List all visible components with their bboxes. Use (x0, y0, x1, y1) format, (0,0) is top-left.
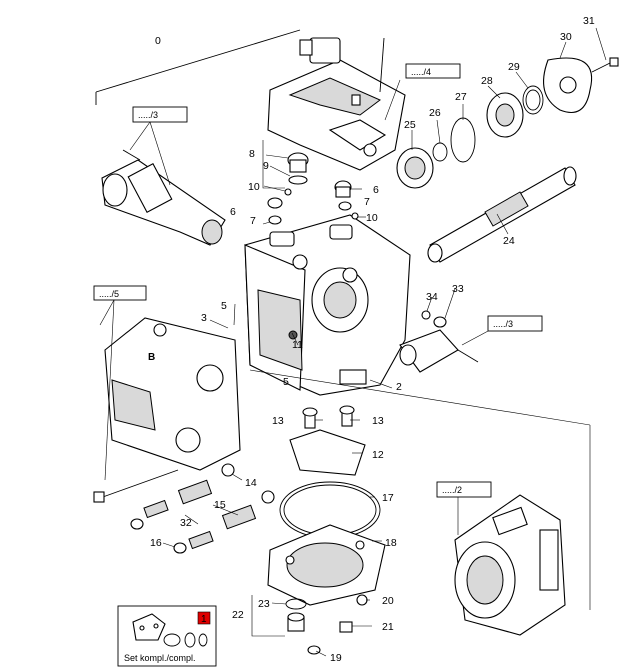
label-26: 26 (429, 107, 441, 119)
valve-block (267, 37, 406, 171)
label-25: 25 (404, 119, 416, 131)
right-fittings (399, 310, 479, 373)
pump-port-letter: B (148, 352, 155, 363)
label-0: 0 (155, 35, 161, 47)
plug-set-upper (267, 152, 359, 225)
label-22: 22 (232, 609, 244, 621)
kit-badge-number: 1 (201, 614, 207, 625)
label-10b: 10 (366, 212, 378, 224)
alignment-lines (249, 369, 591, 610)
cover-18 (267, 524, 386, 606)
label-3a: 3 (201, 312, 207, 324)
label-9: 9 (263, 160, 269, 172)
label-31: 31 (583, 15, 595, 27)
screw-31 (591, 57, 619, 73)
label-34: 34 (426, 291, 438, 303)
label-30: 30 (560, 31, 572, 43)
label-19: 19 (330, 652, 342, 664)
auxiliary-pump (104, 317, 241, 471)
label-12: 12 (372, 449, 384, 461)
label-5a: 5 (221, 300, 227, 312)
label-13a: 13 (272, 415, 284, 427)
label-23: 23 (258, 598, 270, 610)
label-7a: 7 (250, 215, 256, 227)
label-18: 18 (385, 537, 397, 549)
svg-text:...../4: ...../4 (411, 67, 431, 77)
kit-badge (197, 611, 211, 625)
bottom-plugs (285, 594, 368, 655)
drive-shaft (427, 166, 577, 263)
circlip-26 (432, 142, 448, 162)
label-11: 11 (292, 339, 303, 351)
ref-box-3-right: ...../3 (487, 315, 543, 332)
ref-box-2: ...../2 (436, 481, 492, 498)
label-24: 24 (503, 235, 515, 247)
svg-text:...../5: ...../5 (99, 289, 119, 299)
pump-overview (454, 494, 566, 636)
solenoid-valve (101, 149, 226, 246)
label-20: 20 (382, 595, 394, 607)
kit-caption: Set kompl./compl. (124, 653, 196, 663)
bolt-long (379, 37, 385, 93)
svg-text:...../2: ...../2 (442, 485, 462, 495)
ref-box-4: ...../4 (405, 63, 461, 79)
label-6a: 6 (230, 206, 236, 218)
pump-bolt (93, 469, 179, 503)
label-5b: 5 (283, 376, 289, 388)
label-33: 33 (452, 283, 464, 295)
ref-box-3-left: ...../3 (132, 106, 188, 123)
bearing-25 (396, 147, 434, 189)
svg-text:...../3: ...../3 (493, 319, 513, 329)
label-14: 14 (245, 477, 257, 489)
part-numbers: 0 31 30 29 28 27 26 25 24 8 9 10 7 6 6 7… (150, 15, 595, 664)
cover-plate-30 (543, 57, 593, 114)
label-8: 8 (249, 148, 255, 160)
assembly-bracket (95, 29, 301, 105)
springs (130, 463, 275, 554)
label-16: 16 (150, 537, 162, 549)
label-17: 17 (382, 492, 394, 504)
label-21: 21 (382, 621, 394, 633)
label-10a: 10 (248, 181, 260, 193)
ref-box-5: ...../5 (93, 285, 147, 301)
snap-ring-27 (450, 117, 476, 163)
label-15: 15 (214, 499, 226, 511)
label-7b: 7 (364, 196, 370, 208)
shaft-seal-28 (486, 92, 524, 138)
o-ring-29 (522, 85, 544, 115)
label-13b: 13 (372, 415, 384, 427)
lever-assembly (289, 405, 366, 476)
label-6b: 6 (373, 184, 379, 196)
leader-lines (99, 27, 607, 657)
label-32: 32 (180, 517, 192, 529)
label-29: 29 (508, 61, 520, 73)
main-housing (244, 214, 411, 396)
label-2: 2 (396, 381, 402, 393)
seal-kit-box: 1 Set kompl./compl. (117, 605, 217, 667)
label-27: 27 (455, 91, 467, 103)
label-28: 28 (481, 75, 493, 87)
svg-text:...../3: ...../3 (138, 110, 158, 120)
